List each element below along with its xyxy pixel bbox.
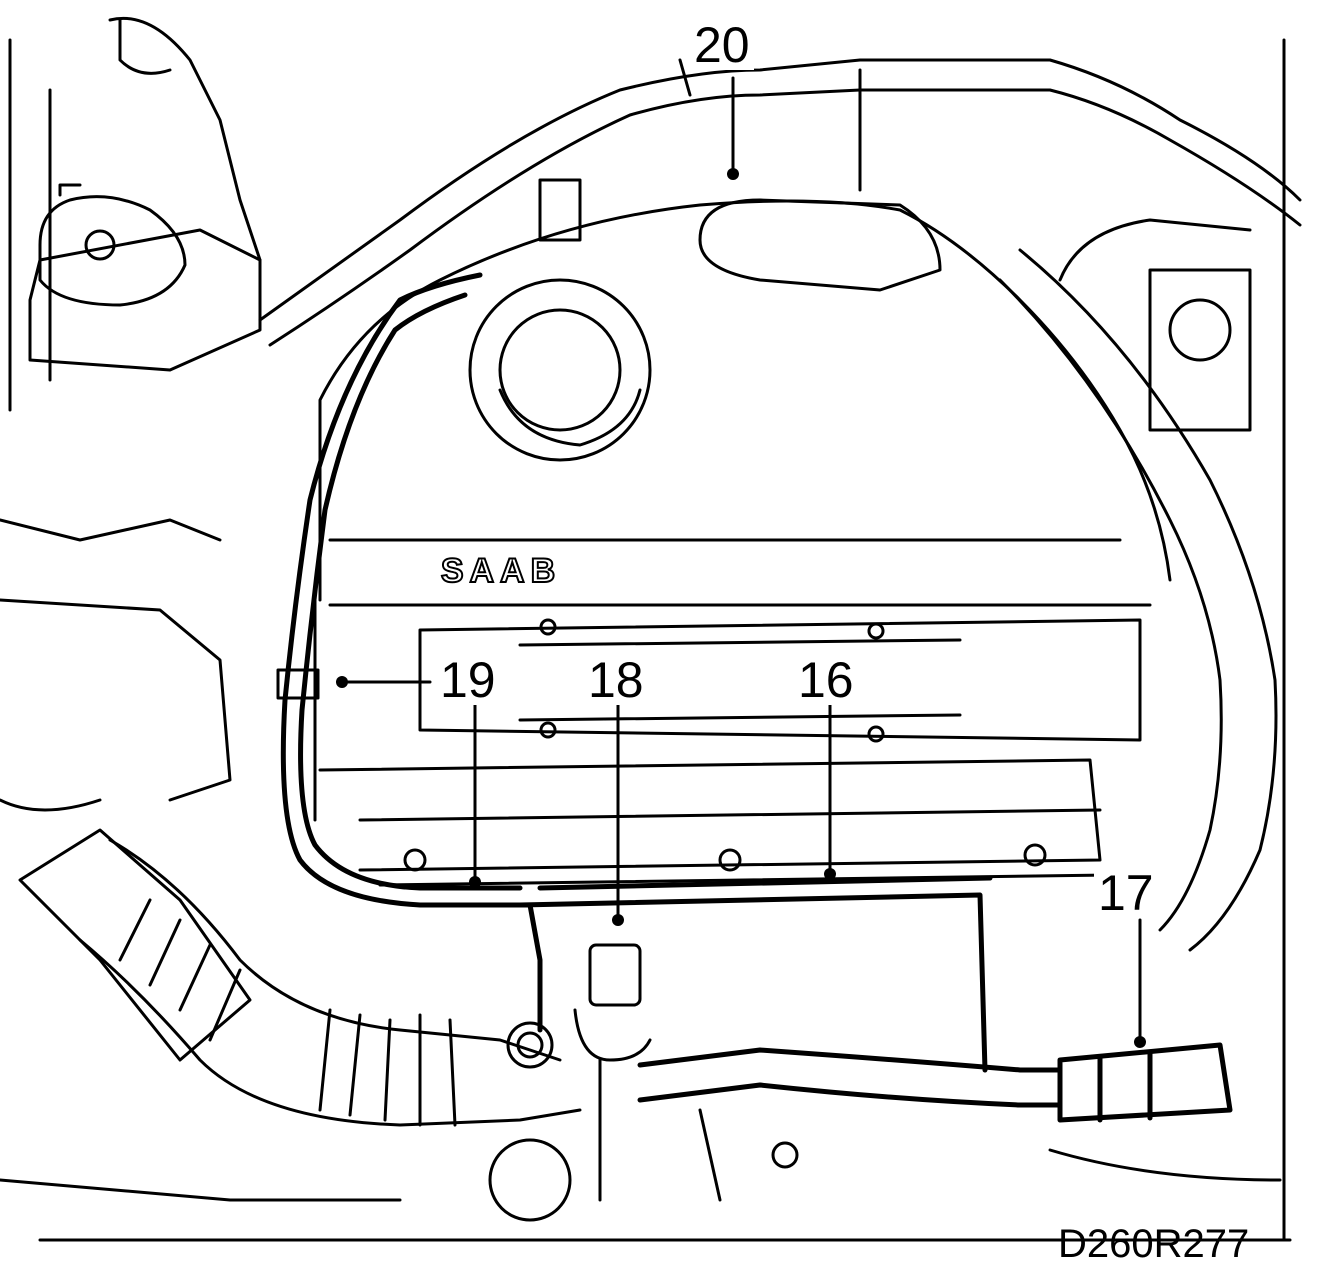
leader-lines: [340, 76, 1142, 1042]
figure-code: D260R277: [1058, 1222, 1250, 1266]
hose-clamp-19: [276, 668, 320, 700]
engine-brand-logo: SAAB: [440, 551, 562, 591]
callout-19: 19: [436, 655, 500, 705]
lower-details: [0, 518, 1282, 1222]
callout-18: 18: [584, 655, 648, 705]
intake-hose-right: [998, 218, 1278, 952]
lower-hose-17: [637, 1042, 1233, 1123]
frame-lines: [8, 38, 1292, 1242]
vacuum-hose: [280, 272, 993, 1073]
sensor-connector-18: [573, 943, 652, 1202]
coolant-reservoir: [28, 16, 262, 382]
callout-17: 17: [1094, 868, 1158, 918]
upper-hose: [258, 58, 1302, 347]
engine-cover: [313, 198, 1172, 822]
leader-dots: [336, 168, 1146, 1048]
callout-20: 20: [690, 20, 754, 70]
callout-16: 16: [794, 655, 858, 705]
air-intake-bellows: [18, 828, 582, 1127]
